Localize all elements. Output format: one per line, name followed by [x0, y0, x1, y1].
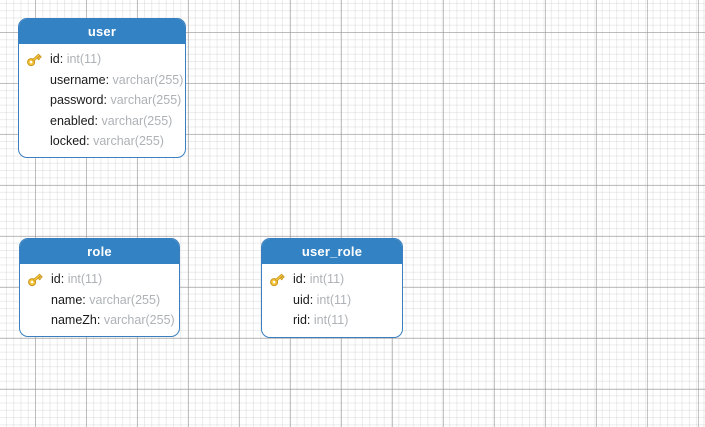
key-icon	[27, 53, 42, 67]
er-table-columns-user_role: id: int(11)uid: int(11)rid: int(11)	[262, 264, 402, 337]
er-column-row[interactable]: locked: varchar(255)	[19, 131, 185, 152]
er-column-row[interactable]: username: varchar(255)	[19, 70, 185, 91]
column-type: int(11)	[63, 52, 102, 66]
key-icon	[270, 273, 285, 287]
er-column-row[interactable]: uid: int(11)	[262, 290, 402, 311]
column-name: nameZh	[51, 313, 97, 327]
column-name: id	[51, 272, 61, 286]
column-name: rid	[293, 313, 307, 327]
er-column-row[interactable]: name: varchar(255)	[20, 290, 179, 311]
er-column-row[interactable]: password: varchar(255)	[19, 90, 185, 111]
column-name: name	[51, 292, 83, 307]
er-column-row[interactable]: rid: int(11)	[262, 310, 402, 331]
er-table-user_role[interactable]: user_role id: int(11)uid: int(11)rid: in…	[261, 238, 403, 338]
column-name: uid	[293, 292, 310, 307]
column-separator: :	[103, 93, 107, 107]
column-separator: :	[105, 72, 110, 87]
column-type: varchar(255)	[89, 134, 164, 148]
column-type: varchar(255)	[106, 93, 182, 107]
er-table-title-role: role	[20, 239, 179, 264]
column-type: int(11)	[306, 272, 345, 286]
column-separator: :	[60, 272, 65, 286]
column-type: int(11)	[313, 292, 352, 307]
er-table-title-user_role: user_role	[262, 239, 402, 264]
column-separator: :	[302, 272, 307, 286]
column-type: varchar(255)	[109, 72, 184, 87]
column-separator: :	[82, 292, 86, 307]
er-column-row[interactable]: id: int(11)	[19, 49, 185, 70]
column-separator: :	[306, 313, 311, 327]
er-column-row[interactable]: id: int(11)	[262, 269, 402, 290]
er-column-row[interactable]: enabled: varchar(255)	[19, 111, 185, 132]
column-name: password	[50, 93, 104, 107]
column-type: varchar(255)	[100, 313, 175, 327]
column-type: varchar(255)	[85, 292, 161, 307]
column-type: varchar(255)	[97, 113, 173, 128]
column-name: id	[50, 52, 60, 66]
er-table-columns-role: id: int(11)name: varchar(255)nameZh: var…	[20, 264, 179, 336]
column-separator: :	[59, 52, 64, 66]
er-table-user[interactable]: user id: int(11)username: varchar(255)pa…	[18, 18, 186, 158]
column-name: username	[50, 72, 106, 87]
column-name: id	[293, 272, 303, 286]
key-icon	[28, 273, 43, 287]
er-table-columns-user: id: int(11)username: varchar(255)passwor…	[19, 44, 185, 157]
er-table-role[interactable]: role id: int(11)name: varchar(255)nameZh…	[19, 238, 180, 337]
er-column-row[interactable]: nameZh: varchar(255)	[20, 310, 179, 331]
column-name: enabled	[50, 113, 95, 128]
column-separator: :	[94, 113, 98, 128]
column-separator: :	[309, 292, 314, 307]
column-name: locked	[50, 134, 87, 148]
er-table-title-user: user	[19, 19, 185, 44]
column-separator: :	[86, 134, 90, 148]
column-type: int(11)	[310, 313, 349, 327]
column-separator: :	[96, 313, 101, 327]
er-column-row[interactable]: id: int(11)	[20, 269, 179, 290]
column-type: int(11)	[64, 272, 103, 286]
